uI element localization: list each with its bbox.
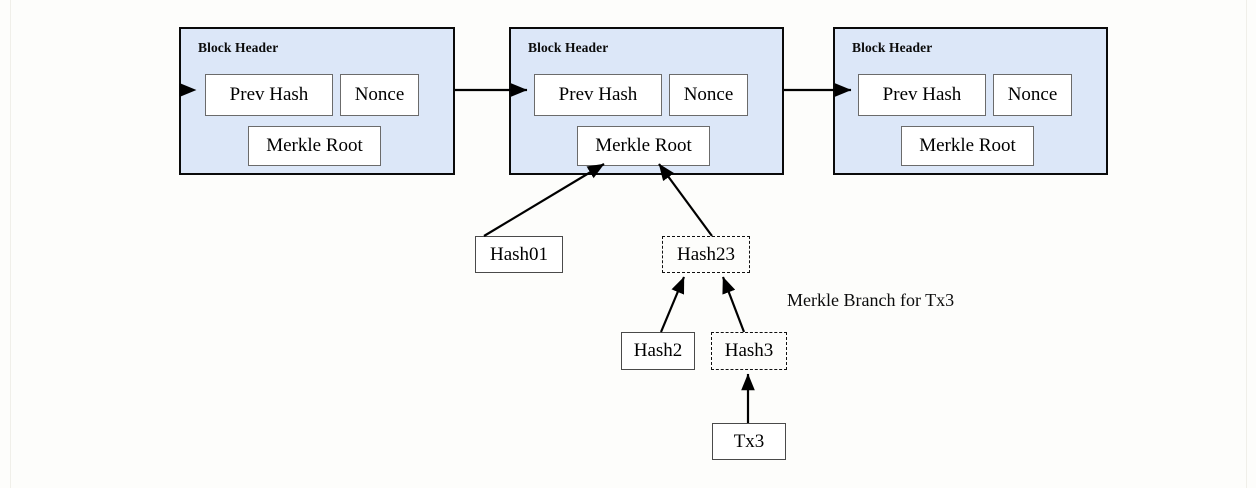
hash3-node: Hash3 (711, 332, 787, 370)
prev-hash-field-3: Prev Hash (858, 74, 986, 116)
block-header-2: Block Header Prev Hash Nonce Merkle Root (509, 27, 784, 175)
prev-hash-field-2: Prev Hash (534, 74, 662, 116)
block-header-label: Block Header (852, 40, 933, 55)
page-margin-left-rule (10, 0, 11, 488)
page-margin-right-rule (1246, 0, 1247, 488)
block-header-1: Block Header Prev Hash Nonce Merkle Root (179, 27, 455, 175)
block-header-label: Block Header (198, 40, 279, 55)
nonce-field-2: Nonce (669, 74, 748, 116)
hash01-node: Hash01 (475, 236, 563, 273)
nonce-field-3: Nonce (993, 74, 1072, 116)
hash3-to-hash23 (721, 276, 746, 333)
nonce-field-1: Nonce (340, 74, 419, 116)
block-header-label: Block Header (528, 40, 609, 55)
hash23-node: Hash23 (662, 236, 750, 273)
tx3-node: Tx3 (712, 423, 786, 460)
merkle-root-field-2: Merkle Root (577, 126, 710, 166)
hash2-node: Hash2 (621, 332, 695, 370)
merkle-branch-caption: Merkle Branch for Tx3 (787, 290, 955, 310)
block-header-3: Block Header Prev Hash Nonce Merkle Root (833, 27, 1108, 175)
merkle-root-field-3: Merkle Root (901, 126, 1034, 166)
prev-hash-field-1: Prev Hash (205, 74, 333, 116)
hash2-to-hash23 (659, 276, 686, 333)
merkle-arrow-layer (483, 163, 755, 423)
merkle-root-field-1: Merkle Root (248, 126, 381, 166)
